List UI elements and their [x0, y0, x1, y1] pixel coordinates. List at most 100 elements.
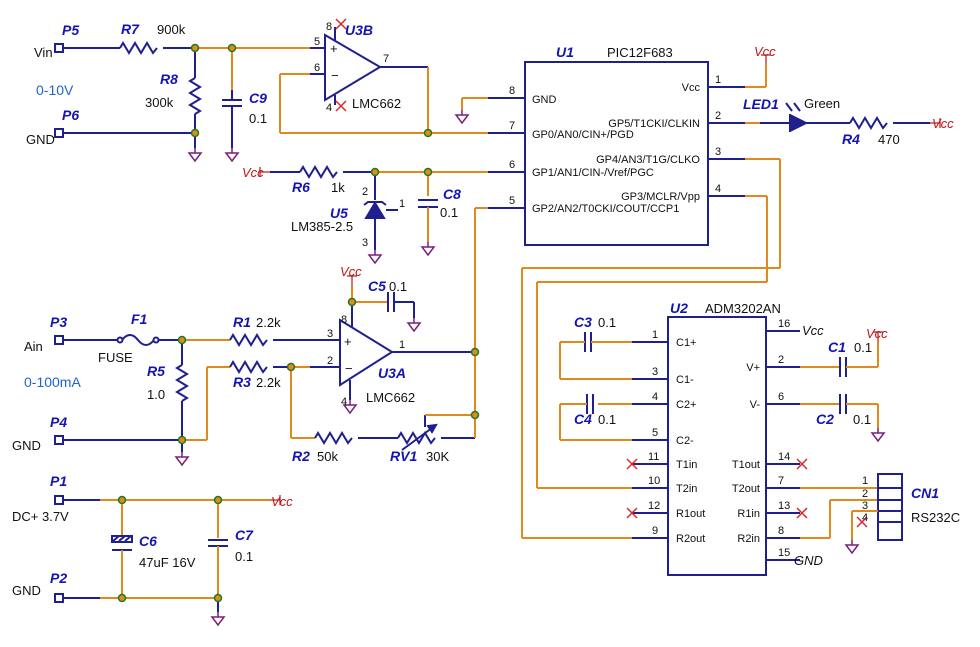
port-p5-label: Vin — [34, 45, 53, 60]
pin-number: 4 — [715, 183, 721, 195]
connector-cn1[interactable] — [877, 473, 903, 541]
zener-u5-ref: U5 — [330, 205, 348, 221]
capacitor-c5-ref: C5 — [368, 278, 386, 294]
pin-name: T2out — [732, 483, 760, 495]
fuse-f1-value: FUSE — [98, 350, 133, 365]
resistor-r6-value: 1k — [331, 180, 345, 195]
pin-name: T2in — [676, 483, 697, 495]
pin-number: 2 — [715, 110, 721, 122]
pin-name: GND — [532, 94, 557, 106]
port-p4-terminal[interactable] — [54, 435, 64, 445]
pin-name: C2- — [676, 435, 694, 447]
port-p2-terminal[interactable] — [54, 593, 64, 603]
current-sense-section: + − — [54, 275, 480, 466]
connector-cn1-ref: CN1 — [911, 485, 939, 501]
resistor-r4-value: 470 — [878, 132, 900, 147]
pin-number: 2 — [862, 488, 868, 500]
ground-symbol — [407, 317, 421, 332]
capacitor-c1-ref: C1 — [828, 339, 846, 355]
pin-name: V- — [750, 399, 761, 411]
vcc-label: Vcc — [932, 116, 954, 131]
fuse-f1-ref: F1 — [131, 311, 148, 327]
capacitor-c4-ref: C4 — [574, 411, 592, 427]
opamp-u3b-ref: U3B — [345, 22, 373, 38]
port-p3-terminal[interactable] — [54, 335, 64, 345]
vcc-label: Vcc — [866, 326, 888, 341]
led-led1 — [791, 114, 809, 132]
opamp-u3a-part: LMC662 — [366, 390, 415, 405]
resistor-r7-ref: R7 — [121, 21, 140, 37]
pin-number: 3 — [715, 146, 721, 158]
pin-name: GP0/AN0/CIN+/PGD — [532, 129, 634, 141]
resistor-r6 — [299, 165, 338, 179]
capacitor-c6-value: 47uF 16V — [139, 555, 196, 570]
pin-name: GP2/AN2/T0CKI/COUT/CCP1 — [532, 203, 679, 215]
capacitor-c8-ref: C8 — [443, 186, 461, 202]
ground-symbol — [421, 241, 435, 256]
opamp-u3a-ref: U3A — [378, 365, 406, 381]
pin-number: 2 — [778, 354, 784, 366]
opamp-u3b-minus: − — [331, 68, 339, 83]
mcu-u1-part: PIC12F683 — [607, 45, 673, 60]
pin-number: 10 — [648, 475, 660, 487]
port-p3-ref: P3 — [50, 314, 67, 330]
ground-symbol — [871, 427, 885, 442]
pin-name: C1- — [676, 374, 694, 386]
ground-symbol — [455, 109, 469, 124]
pin-name: GP1/AN1/CIN-/Vref/PGC — [532, 167, 654, 179]
resistor-r3-ref: R3 — [233, 374, 251, 390]
pin-number: 2 — [327, 355, 333, 367]
port-p5-terminal[interactable] — [54, 43, 64, 53]
connector-cn1-part: RS232C — [911, 510, 960, 525]
port-p6-terminal[interactable] — [54, 128, 64, 138]
capacitor-c7-ref: C7 — [235, 527, 254, 543]
resistor-r6-ref: R6 — [292, 179, 310, 195]
pin-name: R1in — [737, 508, 760, 520]
mcu-u1 — [455, 54, 781, 538]
pin-name: R1out — [676, 508, 705, 520]
port-p4-ref: P4 — [50, 414, 67, 430]
potentiometer-rv1-value: 30K — [426, 449, 449, 464]
pin-name: GP4/AN3/T1G/CLKO — [596, 154, 700, 166]
pin-number: 11 — [648, 451, 659, 463]
pin-name: C1+ — [676, 337, 697, 349]
capacitor-c2-value: 0.1 — [853, 412, 871, 427]
pin-number: 3 — [652, 366, 658, 378]
pin-number: 5 — [314, 36, 320, 48]
pin-number: 2 — [362, 186, 368, 198]
pin-number: 1 — [715, 74, 721, 86]
opamp-u3a-plus: + — [344, 334, 352, 349]
port-p1-terminal[interactable] — [54, 495, 64, 505]
resistor-r7-value: 900k — [157, 22, 186, 37]
fuse-f1 — [116, 336, 124, 344]
resistor-r2-ref: R2 — [292, 448, 310, 464]
vcc-label: Vcc — [242, 165, 264, 180]
resistor-r4-ref: R4 — [842, 131, 860, 147]
port-p3-label: Ain — [24, 339, 43, 354]
pin-number: 6 — [509, 159, 515, 171]
resistor-r5-value: 1.0 — [147, 387, 165, 402]
resistor-r7 — [119, 41, 158, 55]
pin-number: 8 — [326, 21, 332, 33]
transceiver-u2-ref: U2 — [670, 300, 688, 316]
pin-name: R2out — [676, 533, 705, 545]
ain-range-label: 0-100mA — [24, 374, 81, 390]
port-p4-label: GND — [12, 438, 41, 453]
ground-symbol — [211, 611, 225, 626]
potentiometer-rv1-ref: RV1 — [390, 448, 417, 464]
port-p2-label: GND — [12, 583, 41, 598]
resistor-r3 — [229, 360, 268, 374]
resistor-r5-ref: R5 — [147, 363, 165, 379]
resistor-r8-value: 300k — [145, 95, 174, 110]
pin-number: 8 — [509, 85, 515, 97]
resistor-r1-ref: R1 — [233, 314, 251, 330]
pin-number: 3 — [362, 237, 368, 249]
transceiver-u2 — [522, 316, 903, 576]
vcc-label: Vcc — [754, 44, 776, 59]
capacitor-c9-value: 0.1 — [249, 111, 267, 126]
pin-number: 1 — [862, 475, 868, 487]
pin-number: 13 — [778, 500, 790, 512]
opamp-u3b-part: LMC662 — [352, 96, 401, 111]
